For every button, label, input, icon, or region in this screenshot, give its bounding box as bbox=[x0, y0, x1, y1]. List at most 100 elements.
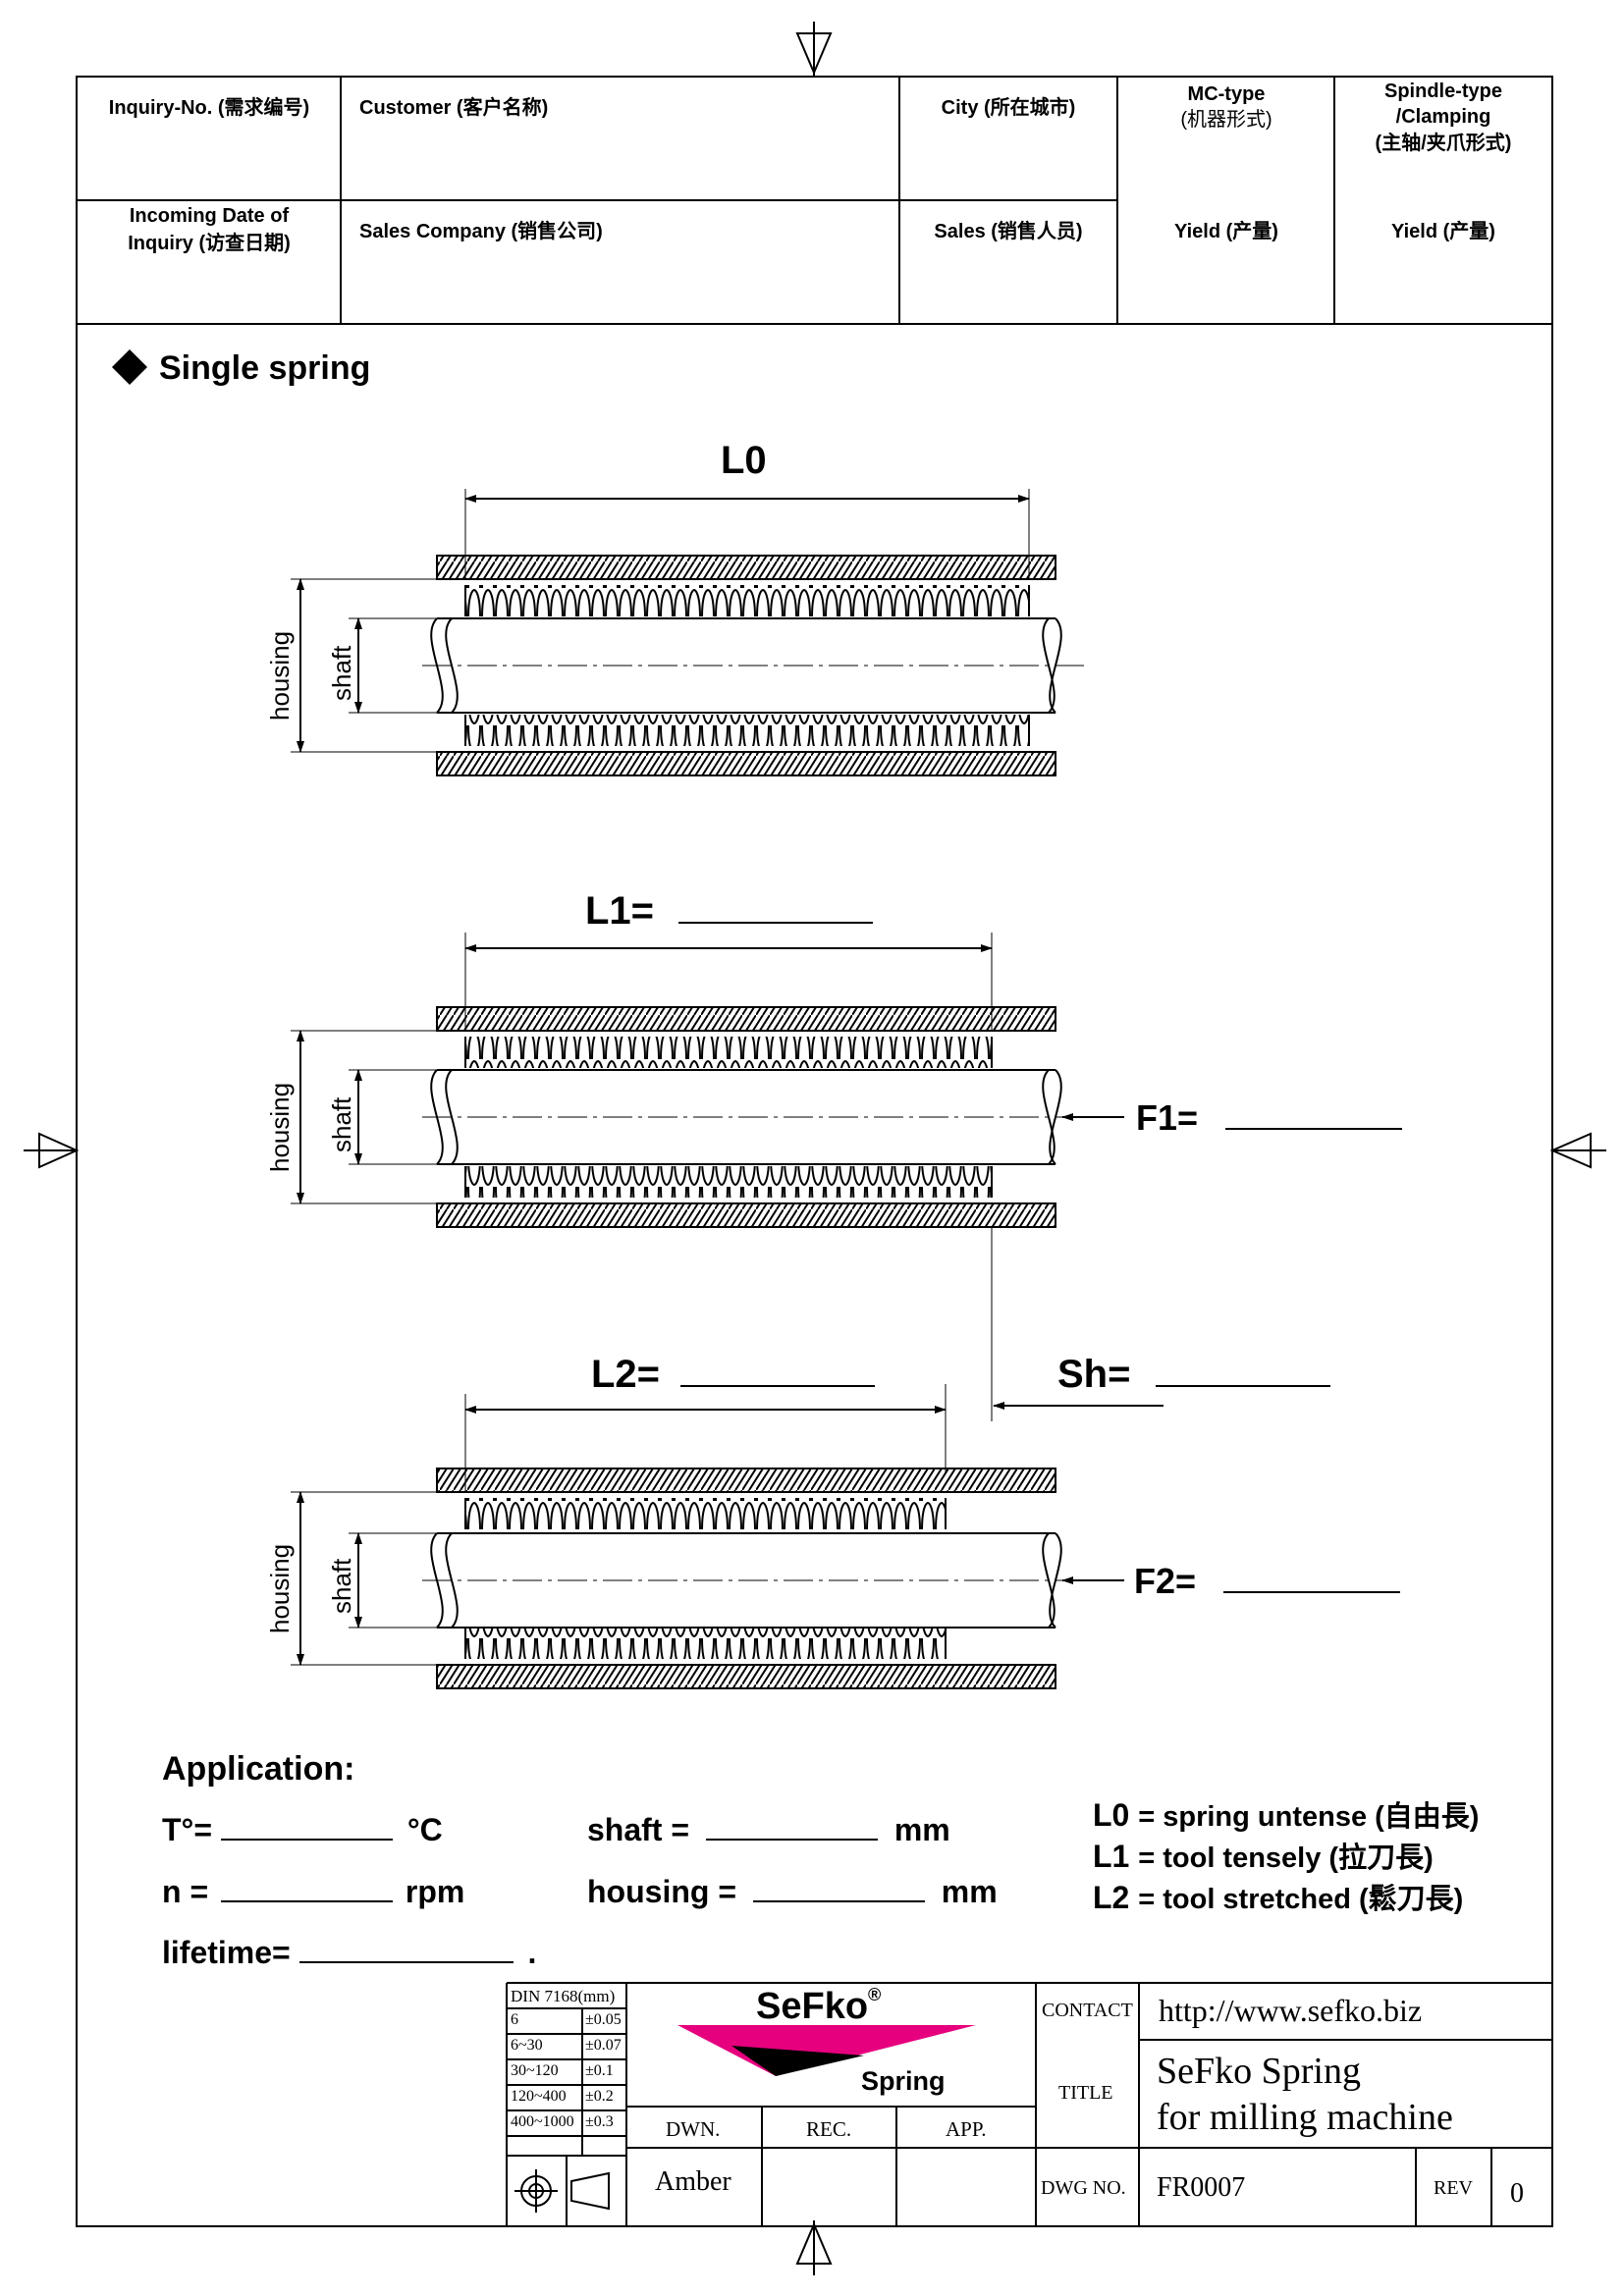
shaft-label-2: shaft bbox=[327, 1096, 356, 1152]
mc-type-label-1: MC-type bbox=[1187, 83, 1266, 105]
sh-field[interactable] bbox=[1155, 1385, 1330, 1387]
f1-label: F1= bbox=[1136, 1096, 1403, 1139]
yield-label-2: Yield (产量) bbox=[1391, 221, 1495, 242]
sh-label: Sh= bbox=[1057, 1351, 1330, 1398]
tolerance-value: ±0.05 bbox=[585, 2011, 622, 2028]
legend-l2: L2 = tool stretched (鬆刀長) bbox=[1093, 1879, 1463, 1917]
inquiry-no-label: Inquiry-No. (需求编号) bbox=[108, 97, 310, 119]
spindle-type-label-2: /Clamping bbox=[1395, 106, 1491, 128]
l1-text: L1= bbox=[585, 889, 655, 933]
shaft-label: shaft = bbox=[587, 1812, 690, 1847]
sh-dimension bbox=[945, 1227, 1164, 1472]
shaft-row: shaft = mm bbox=[587, 1811, 950, 1848]
mc-type-label-2: (机器形式) bbox=[1180, 109, 1272, 131]
n-label: n = bbox=[162, 1874, 209, 1909]
spring-assembly-stretched bbox=[291, 1394, 1124, 1689]
shaft-field[interactable] bbox=[705, 1839, 878, 1841]
spring-assembly-tensely bbox=[291, 933, 1124, 1228]
contact-label: CONTACT bbox=[1042, 2000, 1133, 2021]
spring-assembly-free bbox=[291, 489, 1090, 776]
temp-label: T°= bbox=[162, 1812, 213, 1847]
shaft-label-3: shaft bbox=[327, 1558, 356, 1614]
dwn-value: Amber bbox=[655, 2166, 731, 2197]
tolerance-value: ±0.07 bbox=[585, 2037, 622, 2054]
f2-text: F2= bbox=[1134, 1561, 1197, 1601]
legend-l0-key: L0 bbox=[1093, 1797, 1130, 1833]
diamond-bullet-icon bbox=[112, 349, 147, 385]
title-label: TITLE bbox=[1058, 2082, 1113, 2104]
tolerance-range: 6~30 bbox=[511, 2037, 543, 2054]
title-block-grid bbox=[506, 1982, 1552, 2226]
housing-label-3: housing bbox=[265, 1544, 295, 1633]
l2-field[interactable] bbox=[680, 1385, 876, 1387]
housing-label-2: housing bbox=[265, 1083, 295, 1172]
legend-l0-text: = spring untense (自由長) bbox=[1138, 1801, 1480, 1833]
sefko-logo-icon bbox=[677, 2025, 976, 2076]
legend-l0: L0 = spring untense (自由長) bbox=[1093, 1796, 1479, 1835]
logo-name: SeFko® bbox=[756, 1985, 881, 2030]
speed-field[interactable] bbox=[221, 1900, 394, 1902]
incoming-date-label-1: Incoming Date of bbox=[129, 205, 290, 227]
rev-label: REV bbox=[1434, 2177, 1473, 2199]
lifetime-field[interactable] bbox=[298, 1961, 514, 1963]
spindle-type-label-3: (主轴/夹爪形式) bbox=[1375, 133, 1512, 154]
tolerance-value: ±0.3 bbox=[585, 2113, 614, 2130]
lifetime-end: . bbox=[527, 1935, 537, 1970]
l1-label: L1= bbox=[585, 887, 874, 934]
temp-unit: °C bbox=[406, 1812, 443, 1847]
application-title: Application: bbox=[162, 1750, 355, 1788]
dwn-label: DWN. bbox=[666, 2117, 721, 2141]
sh-text: Sh= bbox=[1057, 1353, 1131, 1396]
l2-label: L2= bbox=[591, 1351, 876, 1398]
tolerance-value: ±0.2 bbox=[585, 2088, 614, 2105]
housing-field[interactable] bbox=[752, 1900, 925, 1902]
n-unit: rpm bbox=[405, 1874, 465, 1909]
f1-text: F1= bbox=[1136, 1097, 1199, 1138]
tolerance-range: 30~120 bbox=[511, 2062, 559, 2079]
contact-link[interactable]: http://www.sefko.biz bbox=[1159, 1993, 1423, 2028]
drawing-title-line-2: for milling machine bbox=[1157, 2097, 1453, 2138]
din-header: DIN 7168(mm) bbox=[511, 1987, 616, 2005]
f2-field[interactable] bbox=[1223, 1591, 1401, 1593]
incoming-date-label-2: Inquiry (访查日期) bbox=[128, 233, 291, 254]
housing-row: housing = mm bbox=[587, 1873, 998, 1910]
f1-field[interactable] bbox=[1225, 1128, 1403, 1130]
yield-label-1: Yield (产量) bbox=[1174, 221, 1278, 242]
tolerance-range: 400~1000 bbox=[511, 2113, 574, 2130]
sales-label: Sales (销售人员) bbox=[934, 221, 1083, 242]
sales-company-label: Sales Company (销售公司) bbox=[359, 221, 603, 242]
l1-field[interactable] bbox=[678, 922, 874, 924]
temperature-field[interactable] bbox=[220, 1839, 393, 1841]
tolerance-range: 6 bbox=[511, 2011, 518, 2028]
lifetime-label: lifetime= bbox=[162, 1935, 291, 1970]
housing-label: housing = bbox=[587, 1874, 736, 1909]
l0-label: L0 bbox=[721, 439, 767, 482]
tolerance-range: 120~400 bbox=[511, 2088, 567, 2105]
housing-label-1: housing bbox=[265, 631, 295, 721]
drawing-title-line-1: SeFko Spring bbox=[1157, 2051, 1361, 2092]
dwg-no-label: DWG NO. bbox=[1041, 2177, 1126, 2199]
projection-symbol-icon bbox=[514, 2169, 610, 2213]
logo-reg: ® bbox=[868, 1985, 882, 2004]
logo-sub: Spring bbox=[861, 2066, 946, 2096]
lifetime-row: lifetime= . bbox=[162, 1934, 536, 1971]
legend-l1: L1 = tool tensely (拉刀長) bbox=[1093, 1838, 1434, 1876]
housing-unit: mm bbox=[941, 1874, 998, 1909]
f2-label: F2= bbox=[1134, 1560, 1401, 1602]
legend-l2-key: L2 bbox=[1093, 1880, 1130, 1915]
section-title: Single spring bbox=[159, 349, 371, 387]
temperature-row: T°= °C bbox=[162, 1811, 443, 1848]
legend-l2-text: = tool stretched (鬆刀長) bbox=[1138, 1884, 1464, 1915]
dwg-no-value: FR0007 bbox=[1157, 2172, 1246, 2203]
app-label: APP. bbox=[946, 2117, 987, 2141]
logo-text: SeFko bbox=[756, 1986, 869, 2027]
shaft-unit: mm bbox=[893, 1812, 950, 1847]
spindle-type-label-1: Spindle-type bbox=[1383, 80, 1502, 102]
tolerance-value: ±0.1 bbox=[585, 2062, 614, 2079]
header-grid bbox=[77, 77, 1552, 325]
customer-label: Customer (客户名称) bbox=[359, 97, 549, 119]
speed-row: n = rpm bbox=[162, 1873, 464, 1910]
city-label: City (所在城市) bbox=[941, 97, 1076, 119]
centering-marks bbox=[24, 22, 1606, 2275]
